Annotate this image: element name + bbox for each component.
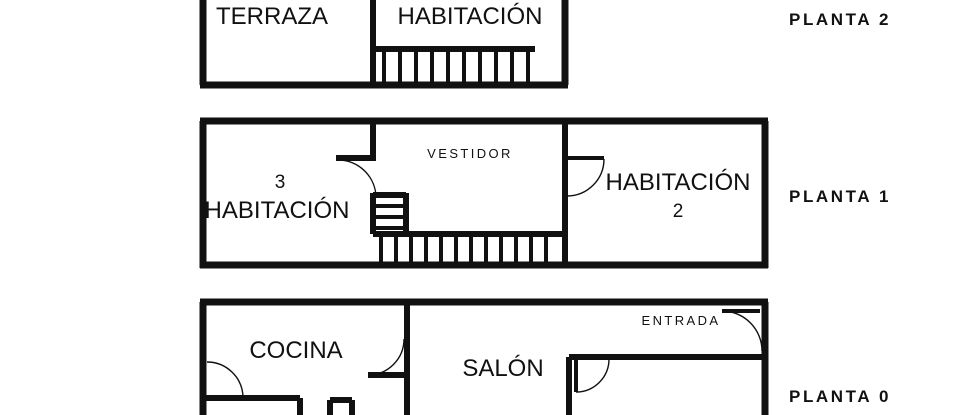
- room-label-entrada: ENTRADA: [642, 313, 721, 328]
- door-habitacion-3: [337, 159, 377, 199]
- floor-planta-1: 3 HABITACIÓN VESTIDOR HABITACIÓN 2: [199, 117, 769, 269]
- door-cocina-left: [206, 361, 244, 399]
- room-label-salon: SALÓN: [462, 355, 543, 382]
- floor-planta-2: TERRAZA HABITACIÓN: [199, 0, 569, 89]
- room-label-habitacion-3: HABITACIÓN: [205, 197, 350, 224]
- room-label-habitacion-2-number: 2: [673, 201, 684, 222]
- staircase-planta-1-upper: [374, 204, 406, 230]
- staircase-planta-1-lower: [379, 236, 548, 265]
- door-habitacion-2: [566, 158, 605, 197]
- room-label-habitacion-planta2: HABITACIÓN: [398, 3, 543, 30]
- door-entrada: [721, 310, 763, 352]
- room-label-vestidor: VESTIDOR: [427, 146, 513, 161]
- floor-label-planta-0: PLANTA 0: [789, 387, 892, 406]
- room-label-habitacion-3-number: 3: [275, 172, 286, 193]
- floor-planta-0: COCINA SALÓN ENTRADA: [199, 298, 769, 415]
- floor-label-planta-2: PLANTA 2: [789, 10, 892, 29]
- room-label-terraza: TERRAZA: [216, 3, 328, 30]
- room-label-cocina: COCINA: [249, 337, 342, 364]
- door-salon-right: [575, 358, 610, 393]
- staircase-planta-2: [382, 50, 530, 85]
- floor-label-planta-1: PLANTA 1: [789, 187, 892, 206]
- planta1-wall-hab3-vestidor: [336, 121, 376, 161]
- door-cocina-right: [367, 338, 405, 376]
- room-label-habitacion-2: HABITACIÓN: [606, 169, 751, 196]
